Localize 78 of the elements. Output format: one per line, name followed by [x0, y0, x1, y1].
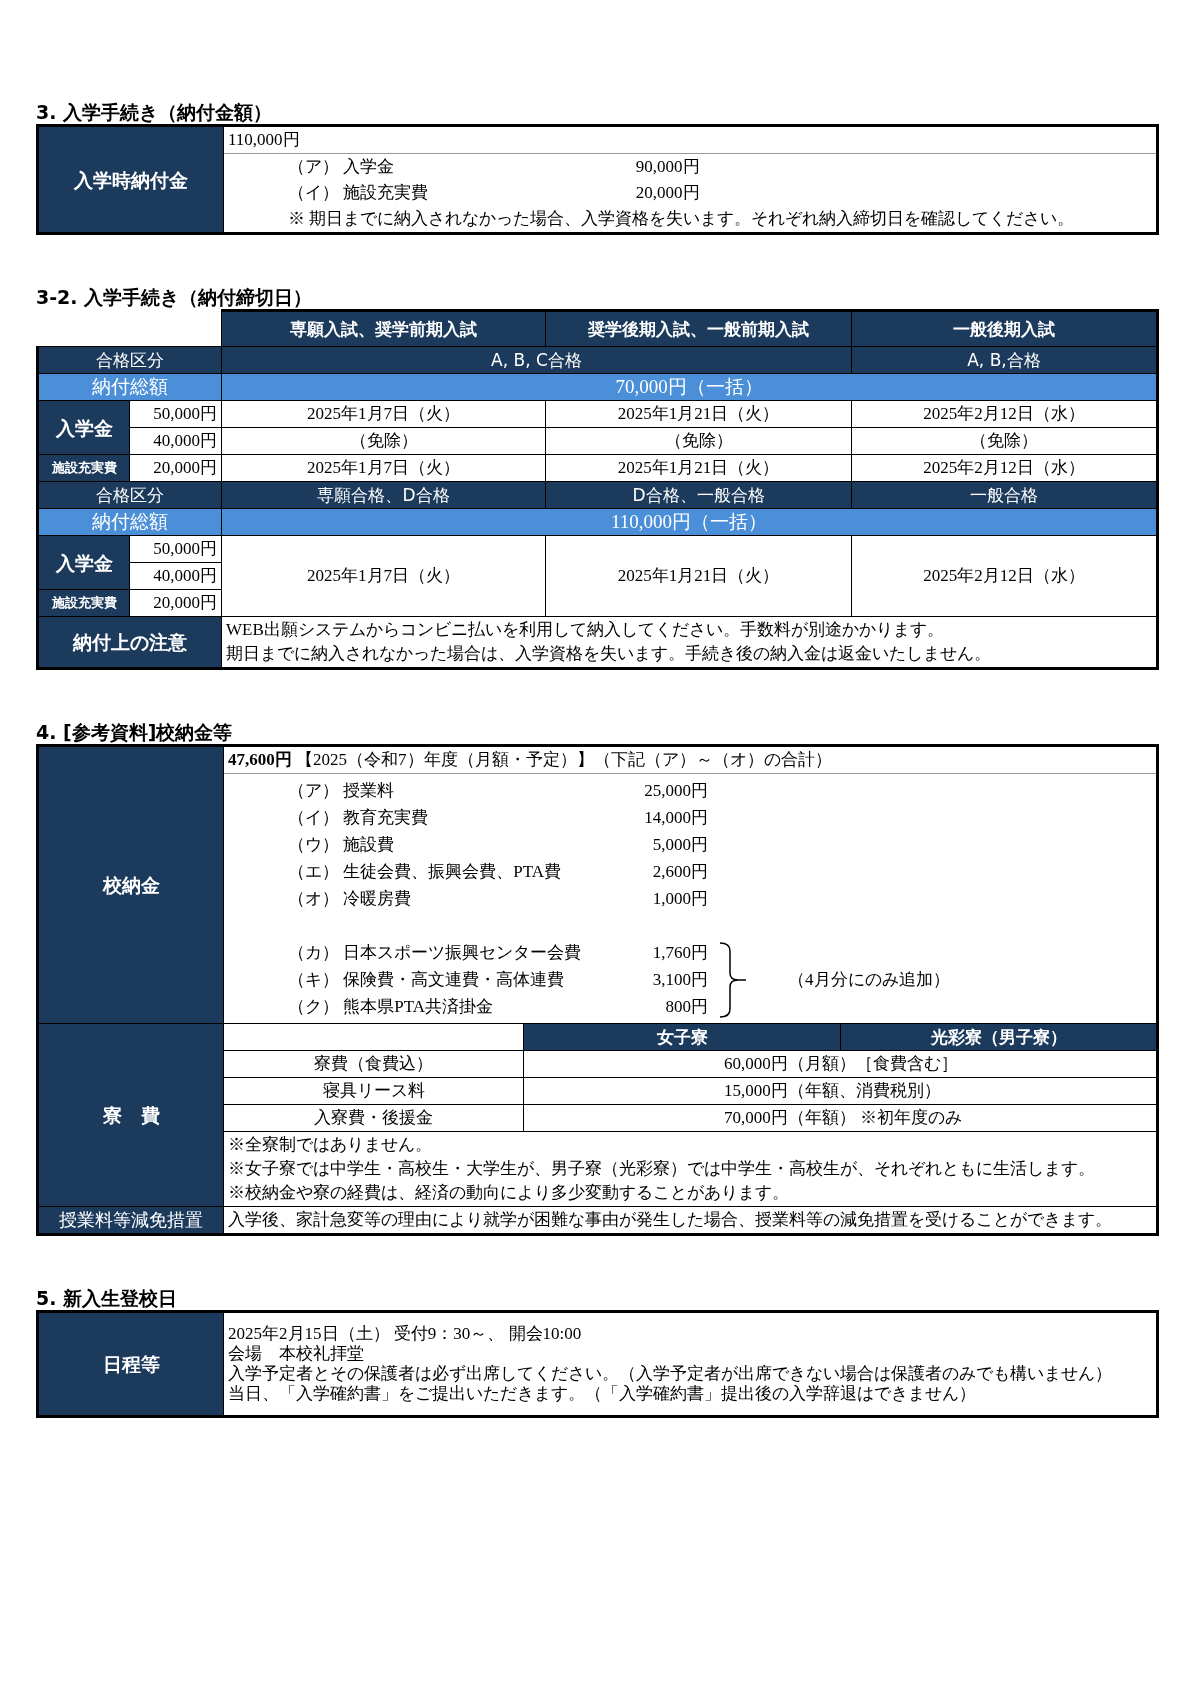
header-cell: 授業料等減免措置 [37, 1206, 224, 1235]
item-label: （カ） 日本スポーツ振興センター会費 [288, 941, 583, 964]
schedule-text: 2025年2月15日（土） 受付9：30～、 開会10:00 [228, 1324, 582, 1344]
note-text: ※女子寮では中学生・高校生・大学生が、男子寮（光彩寮）では中学生・高校生が、それぞれともに生活します。 [228, 1158, 1095, 1180]
table-cell: 50,000円 [129, 535, 222, 563]
column-header: 女子寮 [523, 1023, 841, 1051]
header-cell: A, B, C合格 [221, 346, 852, 374]
header-cell: A, B,合格 [851, 346, 1158, 374]
note-text: ※全寮制ではありません。 [228, 1134, 432, 1156]
amount-text: 20,000円 [634, 182, 701, 204]
item-label: （ウ） 施設費 [288, 833, 396, 856]
table-cell: 寮費（食費込） [223, 1050, 524, 1078]
amount-text: 110,000円 [223, 125, 1158, 154]
amount-text: 90,000円 [583, 153, 704, 180]
schedule-text: 会場 本校礼拝堂 [228, 1344, 364, 1364]
section-heading: 4. [参考資料]校納金等 [36, 720, 233, 744]
item-label: （イ） 施設充実費 [286, 182, 429, 204]
header-cell: 施設充実費 [37, 589, 130, 617]
item-label: （エ） 生徒会費、振興会費、PTA費 [288, 860, 562, 883]
amount-text: 3,100円 [651, 968, 708, 991]
table-cell: （免除） [545, 427, 852, 455]
total-cell: 110,000円（一括） [221, 508, 1158, 536]
total-cell: 70,000円（一括） [221, 373, 1158, 401]
note-text: （4月分にのみ追加） [787, 968, 951, 991]
header-cell: 専願合格、D合格 [221, 481, 546, 509]
header-cell: 一般合格 [851, 481, 1158, 509]
summary-text: 47,600円 【2025（令和7）年度（月額・予定）】（下記（ア）～（オ）の合計） [223, 745, 1158, 774]
table-cell: （免除） [221, 427, 546, 455]
item-label: （ア） 授業料 [288, 779, 396, 802]
header-cell: 校納金 [37, 745, 224, 1024]
schedule-text: 当日、「入学確約書」をご提出いただきます。（「入学確約書」提出後の入学辞退はできません） [228, 1384, 976, 1404]
table-cell: 20,000円 [129, 454, 222, 482]
amount-text: 5,000円 [651, 833, 708, 856]
header-cell: 入学金 [37, 535, 130, 590]
amount-text: 2,600円 [651, 860, 708, 883]
item-label: （ア） 入学金 [283, 153, 584, 180]
header-cell: D合格、一般合格 [545, 481, 852, 509]
table-cell: 2025年1月7日（火） [221, 400, 546, 428]
section-heading: 5. 新入生登校日 [36, 1286, 178, 1310]
note-text: 期日までに納入されなかった場合は、入学資格を失います。手続き後の納入金は返金いたしません。 [226, 643, 991, 665]
amount-text: 800円 [664, 995, 708, 1018]
header-cell: 合格区分 [37, 346, 222, 374]
note-text: WEB出願システムからコンビニ払いを利用して納入してください。手数料が別途かかります。 [226, 619, 944, 641]
total-cell: 納付総額 [37, 373, 222, 401]
item-label: （キ） 保険費・高文連費・高体連費 [288, 968, 566, 991]
item-label: （ク） 熊本県PTA共済掛金 [288, 995, 494, 1018]
column-header: 一般後期入試 [851, 310, 1158, 347]
note-text: ※ 期日までに納入されなかった場合、入学資格を失います。それぞれ納入締切日を確認してください。 [283, 206, 1158, 234]
header-cell: 納付上の注意 [37, 616, 222, 669]
amount-text: 1,000円 [651, 887, 708, 910]
header-cell: 施設充実費 [37, 454, 130, 482]
total-cell: 納付総額 [37, 508, 222, 536]
table-cell: 2025年1月7日（火） [221, 454, 546, 482]
table-cell: 2025年1月7日（火） [221, 535, 546, 617]
header-cell: 日程等 [37, 1311, 224, 1417]
table-cell: 2025年1月21日（火） [545, 535, 852, 617]
table-cell: 2025年1月21日（火） [545, 454, 852, 482]
amount-text: 1,760円 [651, 941, 708, 964]
column-header: 専願入試、奨学前期入試 [221, 310, 546, 347]
header-cell: 合格区分 [37, 481, 222, 509]
schedule-text: 入学予定者とその保護者は必ず出席してください。（入学予定者が出席できない場合は保護者のみでも構いません） [228, 1364, 1112, 1384]
table-cell: 50,000円 [129, 400, 222, 428]
section-heading: 3. 入学手続き（納付金額） [36, 100, 273, 124]
table-cell: 2025年1月21日（火） [545, 400, 852, 428]
amount-text: 14,000円 [643, 806, 708, 829]
table-cell: 寝具リース料 [223, 1077, 524, 1105]
section-heading: 3-2. 入学手続き（納付締切日） [36, 285, 313, 309]
item-label: （オ） 冷暖房費 [288, 887, 413, 910]
item-label: （イ） 教育充実費 [288, 806, 430, 829]
column-header: 光彩寮（男子寮） [840, 1023, 1158, 1051]
header-cell: 入学金 [37, 400, 130, 455]
header-cell: 入学時納付金 [37, 125, 224, 234]
amount-text: 25,000円 [643, 779, 708, 802]
note-text: ※校納金や寮の経費は、経済の動向により多少変動することがあります。 [228, 1182, 789, 1204]
column-header: 奨学後期入試、一般前期入試 [545, 310, 852, 347]
table-cell: 40,000円 [129, 427, 222, 455]
header-cell: 寮 費 [37, 1023, 224, 1207]
table-cell: 入寮費・後援金 [223, 1104, 524, 1132]
